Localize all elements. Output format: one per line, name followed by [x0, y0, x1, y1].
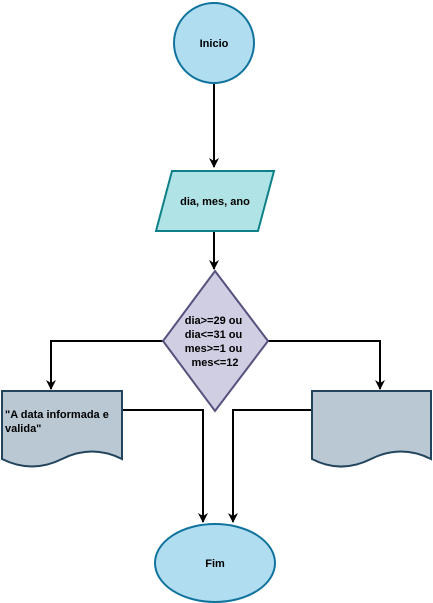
document-shape-right: [311, 390, 432, 468]
decision-line-2: dia<=31 ou: [185, 329, 242, 341]
output-left-label: "A data informada e valida": [5, 409, 112, 435]
input-label: dia, mes, ano: [180, 196, 250, 208]
edges: [46, 84, 385, 523]
output-left-line-1: "A data informada e: [5, 409, 109, 421]
end-node: Fim: [154, 523, 276, 603]
decision-line-3: mes>=1 ou: [185, 343, 242, 355]
edge-right-output-to-end: [228, 409, 312, 523]
input-parallelogram: [154, 170, 276, 232]
input-node: dia, mes, ano: [154, 170, 276, 232]
start-circle: [173, 2, 255, 84]
start-node: Inicio: [173, 2, 255, 84]
document-shape-left: [1, 390, 123, 468]
start-label: Inicio: [200, 38, 229, 50]
edge-decision-to-left-output: [46, 340, 163, 390]
output-document-right: [311, 390, 432, 468]
end-ellipse: [154, 523, 276, 603]
end-label: Fim: [205, 558, 225, 570]
output-document-left: "A data informada e valida": [1, 390, 123, 468]
edge-decision-to-right-output: [268, 340, 385, 390]
decision-line-4: mes<=12: [191, 357, 238, 369]
decision-diamond: [161, 269, 270, 413]
edge-left-output-to-end: [122, 409, 208, 523]
decision-node: dia>=29 ou dia<=31 ou mes>=1 ou mes<=12: [161, 269, 270, 413]
output-left-line-2: valida": [5, 423, 41, 435]
decision-label: dia>=29 ou dia<=31 ou mes>=1 ou mes<=12: [185, 315, 246, 369]
decision-line-1: dia>=29 ou: [185, 315, 242, 327]
